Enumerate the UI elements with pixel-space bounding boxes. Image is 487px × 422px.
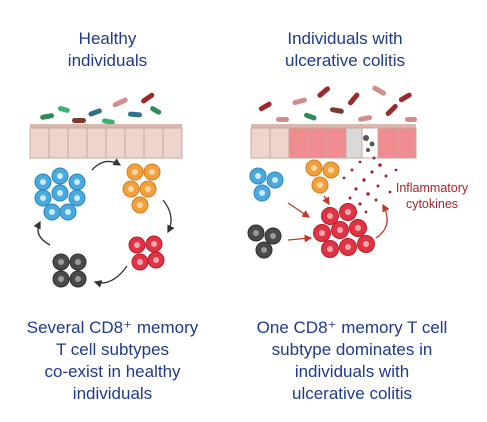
healthy-red-nuclei <box>134 241 159 265</box>
healthy-caption-line-4: individuals <box>72 384 153 403</box>
healthy-orange-nuclei <box>128 169 155 208</box>
colitis-dark-t-cell-cluster <box>247 224 282 259</box>
colitis-caption-line-4: ulcerative colitis <box>292 384 412 403</box>
colitis-dominant-red-nuclei <box>319 209 369 252</box>
colitis-blue-t-cell-cluster <box>249 167 284 202</box>
healthy-epithelium <box>29 124 183 159</box>
colitis-caption-line-3: individuals with <box>294 362 410 381</box>
healthy-caption-line-2: T cell subtypes <box>55 340 170 359</box>
colitis-dark-nuclei <box>253 230 276 253</box>
inflammatory-cytokines-label: Inflammatory cytokines <box>382 180 482 212</box>
healthy-red-t-cell-cluster <box>128 235 165 271</box>
healthy-title-line-2: individuals <box>67 51 148 70</box>
healthy-blue-nuclei <box>40 173 80 215</box>
epithelial-breach-debris <box>363 135 375 152</box>
healthy-title-line-1: Healthy <box>78 29 137 48</box>
healthy-dark-t-cell-cluster <box>52 253 87 288</box>
healthy-cycle-arrows <box>33 158 175 288</box>
healthy-dark-nuclei <box>58 259 81 282</box>
cytokine-label-line-1: Inflammatory <box>395 181 469 195</box>
healthy-caption-line-1: Several CD8⁺ memory <box>26 318 199 337</box>
colitis-blue-nuclei <box>255 173 278 196</box>
healthy-panel-caption: Several CD8⁺ memory T cell subtypes co-e… <box>5 317 220 405</box>
healthy-caption-line-3: co-exist in healthy <box>44 362 181 381</box>
colitis-expansion-arrows <box>287 195 390 243</box>
healthy-panel-title: Healthy individuals <box>20 28 195 72</box>
colitis-panel-caption: One CD8⁺ memory T cell subtype dominates… <box>232 317 472 405</box>
colitis-orange-nuclei <box>311 165 334 188</box>
inflammatory-cytokine-particles <box>342 156 398 214</box>
colitis-title-line-2: ulcerative colitis <box>285 51 405 70</box>
colitis-caption-line-2: subtype dominates in <box>271 340 433 359</box>
colitis-bacteria <box>258 85 417 122</box>
colitis-panel-title: Individuals with ulcerative colitis <box>250 28 440 72</box>
cytokine-label-line-2: cytokines <box>405 197 459 211</box>
colitis-caption-line-1: One CD8⁺ memory T cell <box>256 318 448 337</box>
colitis-title-line-1: Individuals with <box>287 29 403 48</box>
healthy-bacteria <box>40 92 162 125</box>
colitis-orange-t-cell-cluster <box>305 159 340 194</box>
colitis-epithelium <box>250 124 417 159</box>
